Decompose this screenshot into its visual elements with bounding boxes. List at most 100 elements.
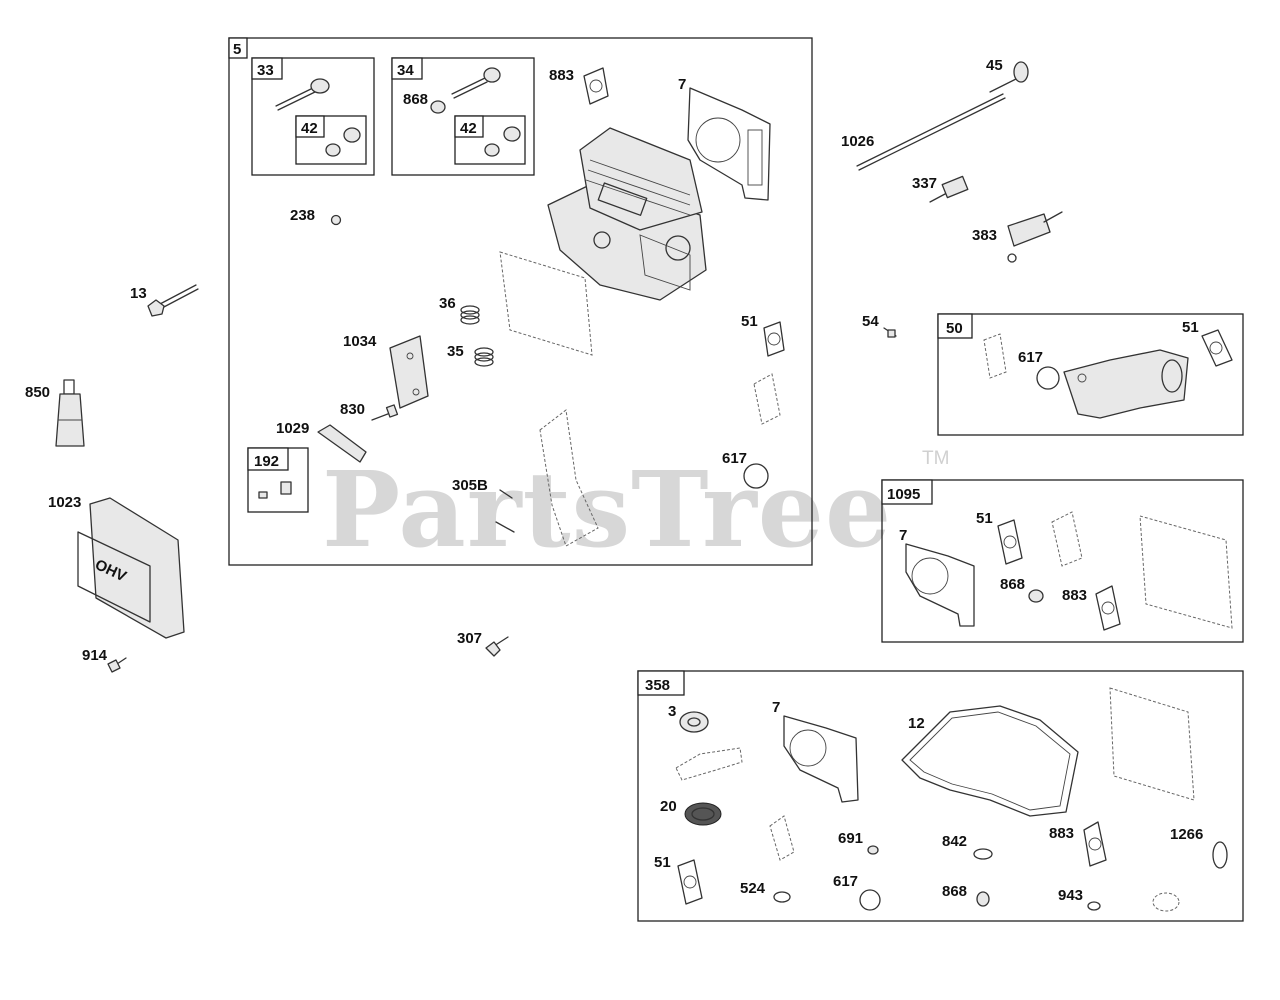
- valve-seal-part-c[interactable]: [976, 891, 990, 907]
- gasket-outline-a: [753, 373, 781, 425]
- trademark-mark: TM: [922, 448, 949, 469]
- deflector-shield-outline: [539, 409, 599, 547]
- group-42b-label: 42: [460, 120, 477, 137]
- group-358-label: 358: [645, 677, 670, 694]
- part-307-label: 307: [457, 630, 482, 647]
- sealant-tube-850-part[interactable]: [55, 379, 85, 447]
- gasket-51-part-a[interactable]: [763, 321, 785, 357]
- cover-gasket-outline-c: [1109, 687, 1195, 801]
- o-ring-617-part-a[interactable]: [743, 463, 769, 489]
- head-gasket-7-part[interactable]: [687, 87, 771, 201]
- screw-307-part[interactable]: [485, 636, 509, 657]
- cover-gasket-outline-b: [1139, 515, 1233, 629]
- valve-spring-36-part[interactable]: [460, 305, 480, 325]
- group-33-box: [251, 57, 375, 176]
- o-ring-842-part[interactable]: [973, 848, 993, 860]
- cylinder-head-part[interactable]: [547, 127, 707, 301]
- part-305b-label: 305B: [452, 477, 488, 494]
- intake-manifold-part[interactable]: [1063, 349, 1189, 419]
- gasket-outline-d: [769, 815, 795, 861]
- o-ring-1266-part[interactable]: [1212, 841, 1228, 869]
- group-33-label: 33: [257, 62, 274, 79]
- group-1095-label: 1095: [887, 486, 920, 503]
- ball-238-part[interactable]: [330, 214, 342, 226]
- screw-54-part[interactable]: [883, 327, 897, 338]
- gasket-51-part-b[interactable]: [1201, 329, 1233, 367]
- spark-plug-337-part[interactable]: [929, 175, 969, 203]
- seal-691-part[interactable]: [867, 845, 879, 855]
- oil-seal-20-part[interactable]: [684, 802, 722, 826]
- crankcase-gasket-12-part[interactable]: [901, 705, 1079, 817]
- o-ring-617-part-c[interactable]: [859, 889, 881, 911]
- part-7-label-c: 7: [772, 699, 780, 716]
- part-51-label-a: 51: [741, 313, 758, 330]
- part-617-label-b: 617: [1018, 349, 1043, 366]
- intake-gasket-883-part-b[interactable]: [1095, 585, 1121, 631]
- intake-valve-part[interactable]: [451, 67, 501, 99]
- part-1266-label: 1266: [1170, 826, 1203, 843]
- group-42a-label: 42: [301, 120, 318, 137]
- head-gasket-7-part-b[interactable]: [905, 543, 975, 627]
- o-ring-617-part-b[interactable]: [1036, 366, 1060, 390]
- oil-seal-3-part[interactable]: [679, 711, 709, 733]
- part-883-label-b: 883: [1062, 587, 1087, 604]
- valve-cover-1023-part[interactable]: OHV: [77, 497, 185, 639]
- part-238-label: 238: [290, 207, 315, 224]
- rocker-cover-gasket-outline: [499, 251, 593, 356]
- group-5-label: 5: [233, 41, 241, 58]
- group-5-box: [228, 37, 813, 566]
- valve-spring-35-part[interactable]: [474, 347, 494, 367]
- adjuster-192-parts[interactable]: [258, 481, 292, 499]
- valve-45-part[interactable]: [989, 61, 1029, 93]
- group-358-box: [637, 670, 1244, 922]
- part-943-label: 943: [1058, 887, 1083, 904]
- group-50-label: 50: [946, 320, 963, 337]
- valve-seal-part-b[interactable]: [1028, 589, 1044, 603]
- part-524-label: 524: [740, 880, 766, 897]
- breather-gasket-outline: [675, 747, 743, 781]
- valve-seal-part-a[interactable]: [430, 100, 446, 114]
- group-33-tag: [251, 57, 283, 80]
- part-691-label: 691: [838, 830, 863, 847]
- screw-914-part[interactable]: [107, 657, 127, 673]
- part-51-label-b: 51: [1182, 319, 1199, 336]
- intake-gasket-883-part-c[interactable]: [1083, 821, 1107, 867]
- part-7-label-b: 7: [899, 527, 907, 544]
- valve-keeper-parts-a[interactable]: [325, 127, 361, 157]
- part-1029-label: 1029: [276, 420, 309, 437]
- gasket-51-part-d[interactable]: [677, 859, 703, 905]
- part-13-label: 13: [130, 285, 147, 302]
- bolt-13-part[interactable]: [147, 284, 199, 317]
- screw-305b-part[interactable]: [495, 489, 515, 533]
- o-ring-outline: [1152, 892, 1180, 912]
- group-1095-tag: [881, 479, 933, 505]
- part-20-label: 20: [660, 798, 677, 815]
- group-34-tag: [391, 57, 423, 80]
- rocker-arm-1029-part[interactable]: [317, 424, 367, 463]
- part-51-label-c: 51: [976, 510, 993, 527]
- o-ring-524-part[interactable]: [773, 891, 791, 903]
- group-50-tag: [937, 313, 973, 339]
- group-42a-tag: [295, 115, 325, 138]
- rocker-plate-1034-part[interactable]: [389, 335, 429, 409]
- breather-383-part[interactable]: [1007, 211, 1063, 263]
- valve-keeper-parts-b[interactable]: [484, 126, 521, 157]
- gasket-outline-c: [1051, 511, 1083, 567]
- group-34-box: [391, 57, 535, 176]
- part-36-label: 36: [439, 295, 456, 312]
- head-gasket-7-part-c[interactable]: [783, 715, 859, 803]
- part-1023-label: 1023: [48, 494, 81, 511]
- pushrod-1026-part[interactable]: [856, 93, 1006, 171]
- part-51-label-d: 51: [654, 854, 671, 871]
- part-830-label: 830: [340, 401, 365, 418]
- gasket-51-part-c[interactable]: [997, 519, 1023, 565]
- intake-gasket-883-part[interactable]: [583, 67, 609, 105]
- part-35-label: 35: [447, 343, 464, 360]
- exhaust-valve-part[interactable]: [275, 78, 330, 111]
- stud-830-part[interactable]: [371, 404, 399, 421]
- part-7-label-a: 7: [678, 76, 686, 93]
- part-54-label: 54: [862, 313, 879, 330]
- o-ring-943-part[interactable]: [1087, 901, 1101, 911]
- gasket-outline-b: [983, 333, 1007, 379]
